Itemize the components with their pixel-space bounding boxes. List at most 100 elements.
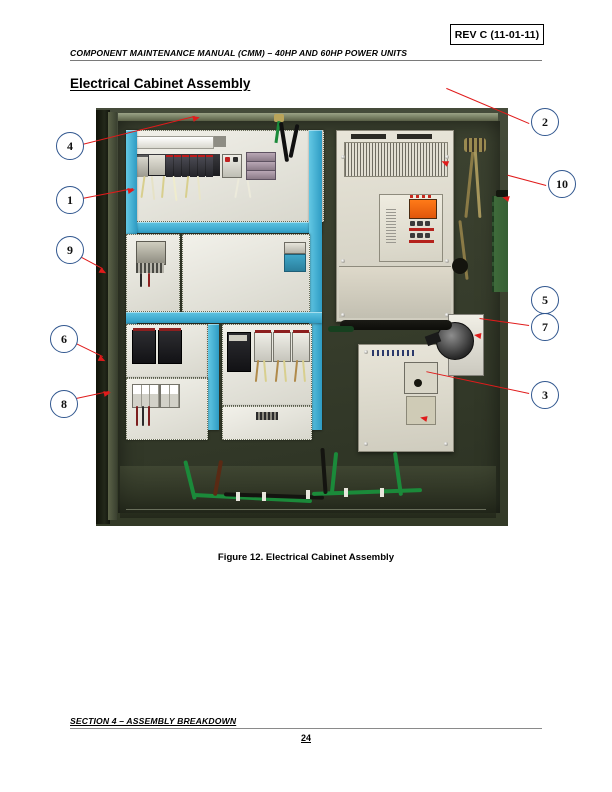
raceway-end-cap: [214, 136, 226, 147]
blue-terminal-block: [284, 254, 306, 272]
vfd-screw: [445, 259, 449, 263]
leader-arrow-3: [419, 414, 428, 422]
vfd-top-slot: [397, 133, 433, 139]
power-wire: [136, 406, 138, 426]
power-wire: [142, 406, 144, 426]
header-divider: [70, 60, 542, 61]
drive-screw: [364, 442, 368, 446]
cabinet-top-lip: [118, 113, 498, 121]
vfd-screw: [341, 259, 345, 263]
callout-9[interactable]: 9: [56, 236, 84, 264]
plc-cpu-module: [149, 155, 165, 175]
page-title: Electrical Cabinet Assembly: [70, 76, 251, 91]
plc-rack: [134, 154, 220, 177]
cabinet-floor-edge: [126, 509, 486, 510]
power-contactor: [273, 330, 291, 362]
cabinet-door-inner-edge: [108, 112, 117, 520]
cable-tie: [306, 490, 310, 499]
vfd-label-text: [386, 209, 397, 244]
callout-6[interactable]: 6: [50, 325, 78, 353]
relay-terminal-top: [159, 328, 181, 331]
cable-tie: [380, 488, 384, 497]
contactor-terminal-top: [293, 330, 309, 333]
vfd-display[interactable]: [408, 198, 437, 220]
vfd-lower-cover: [339, 265, 451, 319]
vfd-screw: [445, 155, 449, 159]
ground-lug: [274, 114, 284, 122]
ground-wire-green: [328, 326, 354, 332]
nameplate-hole: [413, 378, 422, 387]
callout-7[interactable]: 7: [531, 313, 559, 341]
vfd-button[interactable]: [417, 221, 423, 226]
wireway-duct-horizontal: [126, 222, 322, 233]
figure-caption: Figure 12. Electrical Cabinet Assembly: [217, 552, 395, 563]
plc-io-module: [166, 155, 173, 177]
plc-power-supply: [135, 155, 148, 177]
relay-terminal-top: [133, 328, 155, 331]
vfd-keypad: [378, 193, 444, 263]
overload-relay: [132, 328, 156, 364]
manufacturer-logo: [372, 350, 416, 356]
terminal-block-bottom: [256, 412, 278, 420]
indicator-led-dark: [233, 157, 238, 162]
figure-container: 4 1 9 6 8 2 10 5 7 3: [0, 87, 612, 570]
vfd-screw: [341, 313, 345, 317]
wireway-duct-vertical-right: [309, 130, 322, 430]
overload-relay: [158, 328, 182, 364]
callout-1[interactable]: 1: [56, 186, 84, 214]
cable-bundle: [340, 320, 452, 330]
vfd-button[interactable]: [409, 233, 416, 238]
vfd-button[interactable]: [424, 221, 431, 226]
bracket-cap: [496, 190, 508, 197]
vfd-status-leds: [409, 195, 434, 198]
callout-2[interactable]: 2: [531, 108, 559, 136]
cabinet-door-edge: [96, 110, 110, 524]
drive-screw: [364, 350, 368, 354]
electrical-cabinet-photo: [96, 108, 508, 526]
side-mounted-green-bracket: [492, 196, 508, 292]
circuit-breaker: [132, 384, 160, 408]
contactor-terminal-top: [255, 330, 271, 333]
cable-gland: [452, 258, 468, 274]
plc-io-module: [174, 155, 181, 177]
control-transformer: [136, 241, 166, 265]
leader-line-10: [507, 174, 547, 186]
plc-io-module: [182, 155, 189, 177]
indicator-led-red: [225, 157, 230, 162]
vfd-button[interactable]: [424, 233, 431, 238]
page-number: 24: [300, 733, 311, 743]
callout-3[interactable]: 3: [531, 381, 559, 409]
terminal-strip: [284, 242, 306, 254]
power-wire: [148, 273, 150, 287]
cable-tie: [236, 492, 240, 501]
soft-starter-label: [229, 335, 247, 341]
circuit-breaker: [160, 384, 180, 408]
din-relay: [246, 170, 276, 180]
callout-4[interactable]: 4: [56, 132, 84, 160]
nameplate-label: [404, 361, 439, 394]
callout-5[interactable]: 5: [531, 286, 559, 314]
vfd-red-bar: [408, 239, 434, 243]
vfd-button[interactable]: [409, 221, 416, 226]
cable-tie: [262, 492, 266, 501]
vfd-button[interactable]: [417, 233, 423, 238]
warning-label: [406, 395, 437, 426]
leader-arrow-7: [473, 332, 482, 339]
drive-screw: [444, 442, 448, 446]
vfd-top-slot: [350, 133, 386, 139]
vfd-red-bar: [408, 227, 434, 231]
cable-tie: [344, 488, 348, 497]
footer-divider: [70, 728, 542, 729]
vfd-ventilation-grille: [343, 142, 449, 177]
wire-coil: [464, 138, 486, 152]
transformer-terminals: [136, 263, 164, 273]
footer-section-label: SECTION 4 – ASSEMBLY BREAKDOWN: [70, 716, 237, 726]
plc-io-module: [190, 155, 197, 177]
vfd-screw: [445, 313, 449, 317]
callout-10[interactable]: 10: [548, 170, 576, 198]
callout-8[interactable]: 8: [50, 390, 78, 418]
plc-io-module: [198, 155, 205, 177]
power-contactor: [292, 330, 310, 362]
vfd-screw: [341, 155, 345, 159]
wireway-duct-horizontal-2: [126, 312, 322, 323]
